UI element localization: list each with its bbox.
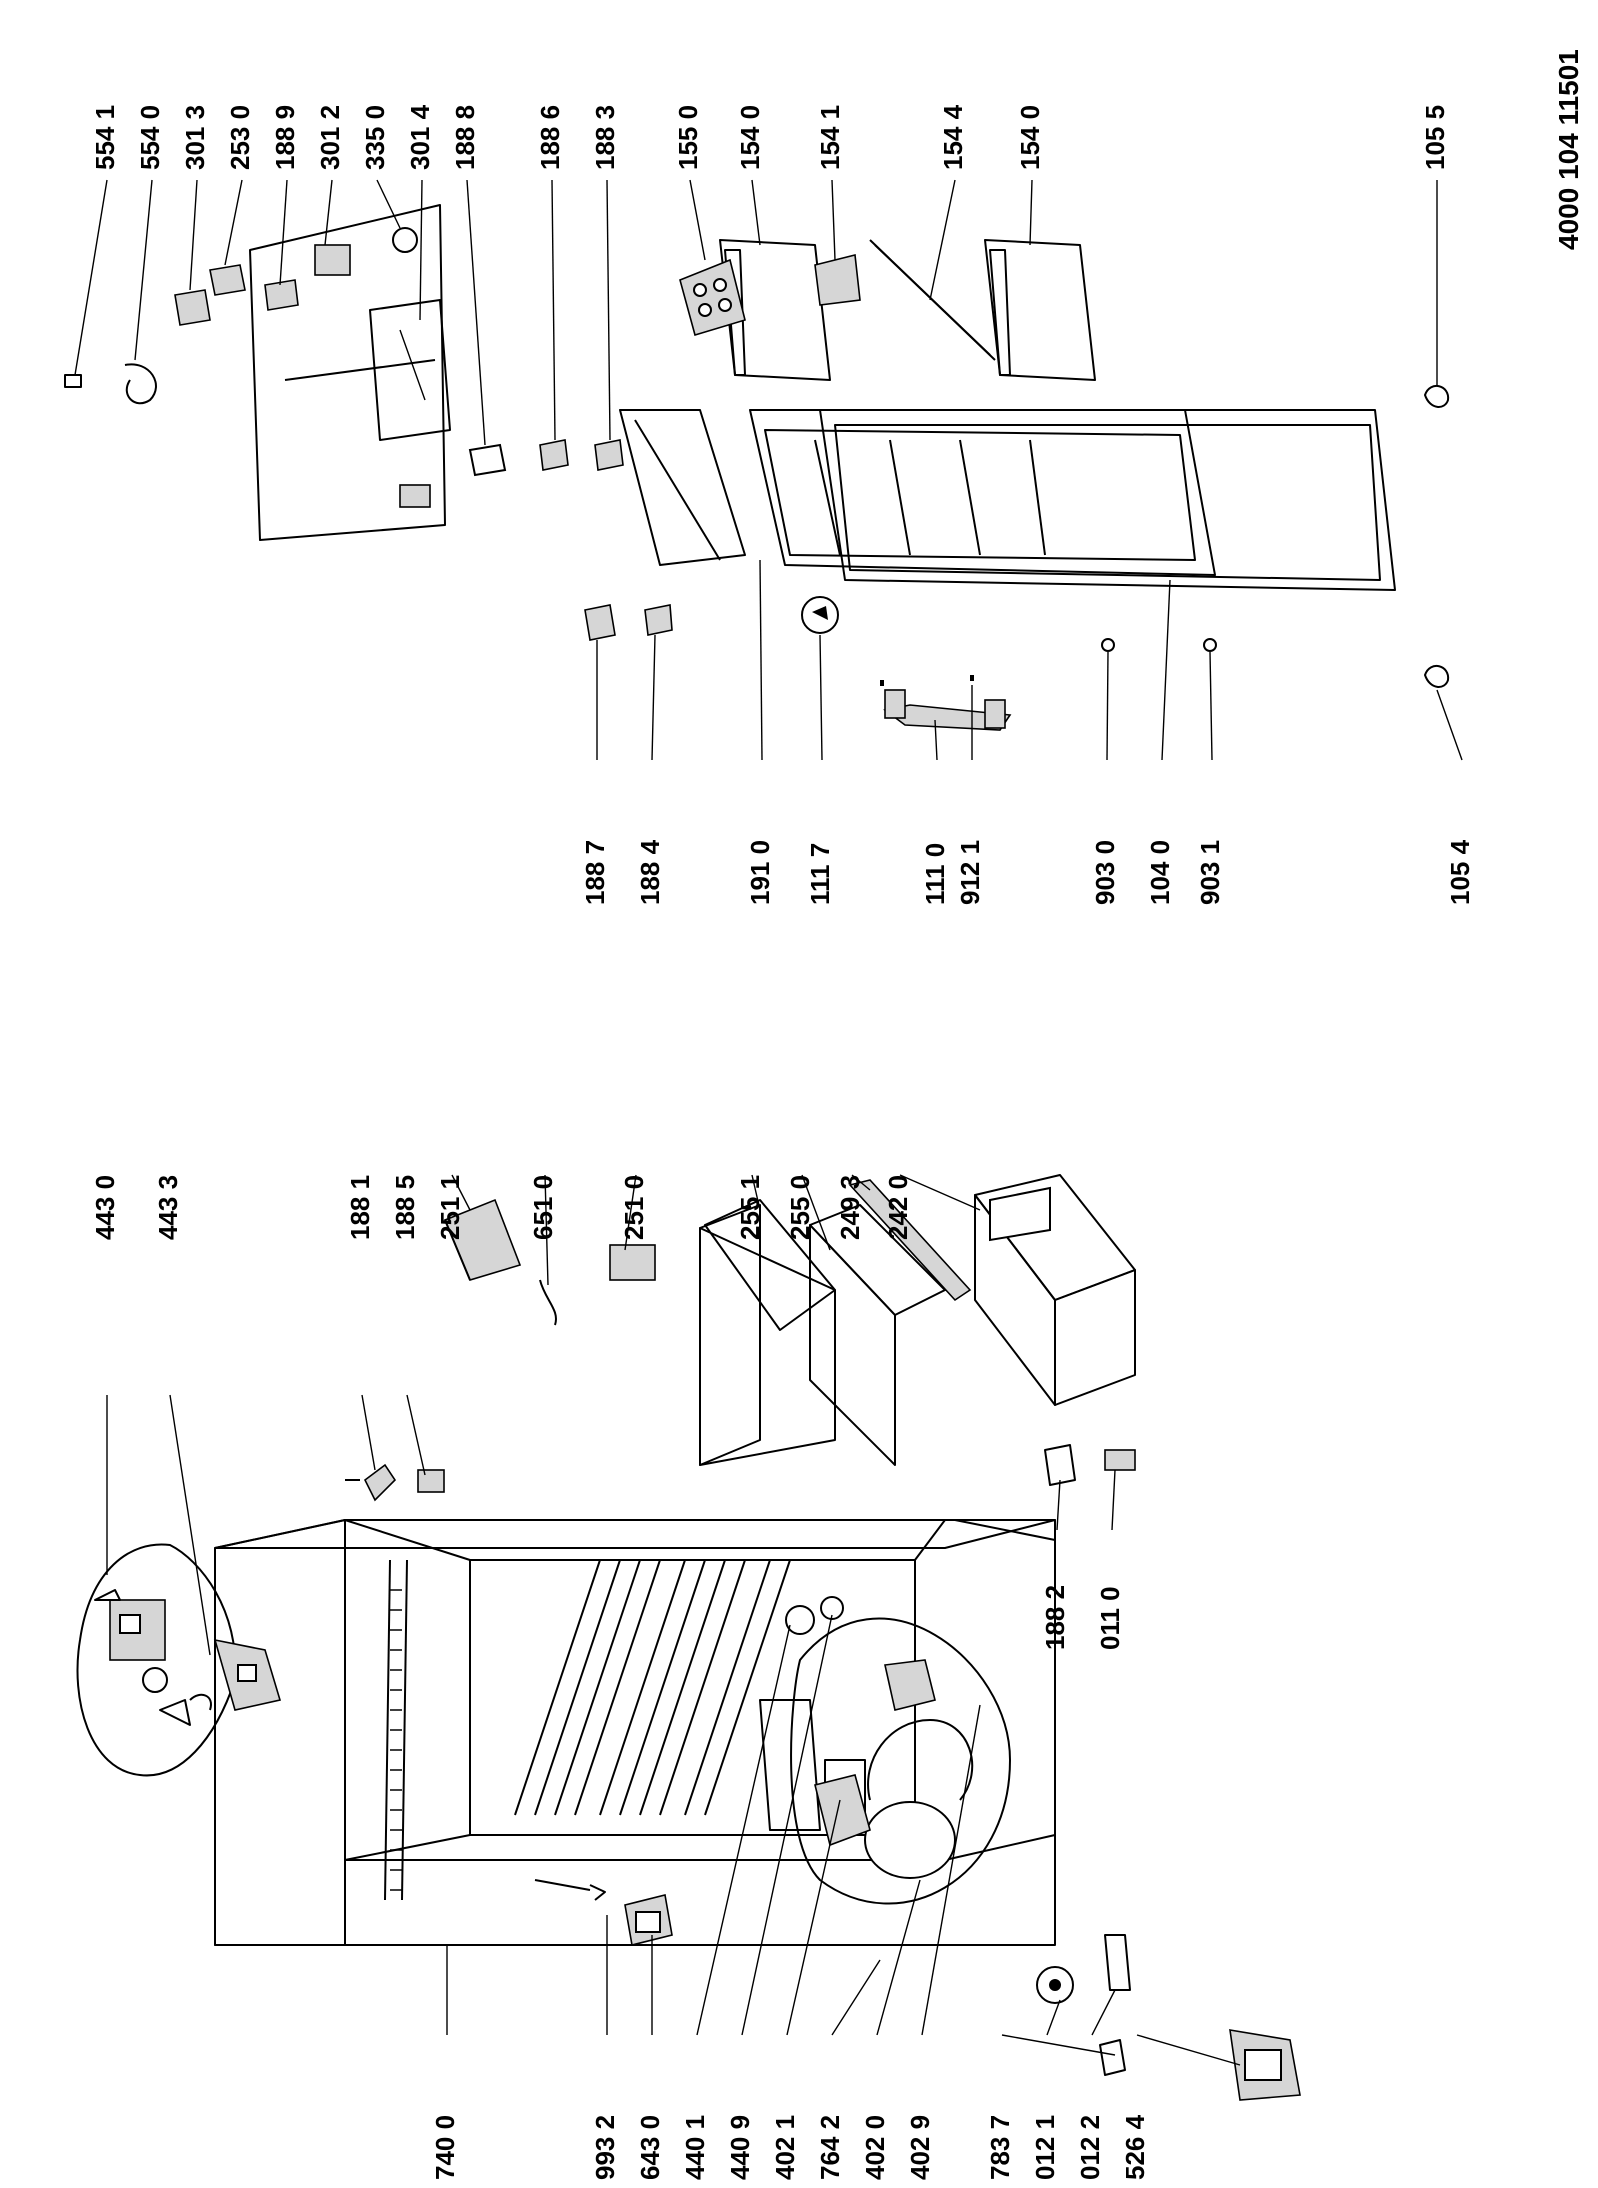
part-label: 740 0 xyxy=(430,2114,460,2180)
door-gasket xyxy=(619,409,746,566)
door-bin-1 xyxy=(719,239,831,381)
part-label: 993 2 xyxy=(590,2114,620,2180)
lamp-assembly xyxy=(76,1543,237,1777)
part-label: 154 0 xyxy=(735,104,765,170)
control-panel xyxy=(249,204,446,541)
compressor-area xyxy=(790,1617,1011,1905)
part-label: 440 1 xyxy=(680,2114,710,2180)
part-label: 188 1 xyxy=(345,1174,375,1240)
part-label: 188 3 xyxy=(590,104,620,170)
part-label: 402 1 xyxy=(770,2114,800,2180)
part-label: 154 4 xyxy=(938,104,968,170)
part-label: 111 0 xyxy=(920,842,950,905)
misc-parts-lower xyxy=(345,1198,1301,2101)
crisper-drawer xyxy=(974,1174,1136,1406)
shelf-rails xyxy=(514,1559,791,1816)
part-label: 188 2 xyxy=(1040,1584,1070,1650)
part-label: 764 2 xyxy=(815,2114,845,2180)
part-label: 554 0 xyxy=(135,104,165,170)
part-label: 188 6 xyxy=(535,104,565,170)
part-label: 012 2 xyxy=(1075,2114,1105,2180)
part-label: 105 5 xyxy=(1420,104,1450,170)
part-label: 012 1 xyxy=(1030,2114,1060,2180)
part-label: 255 1 xyxy=(735,1174,765,1240)
part-label: 440 9 xyxy=(725,2114,755,2180)
part-label: 249 3 xyxy=(835,1174,865,1240)
part-label: 301 2 xyxy=(315,104,345,170)
panel-cover xyxy=(369,299,451,441)
door-bin-clip xyxy=(814,254,861,306)
part-label: 651 0 xyxy=(528,1174,558,1240)
part-label: 154 0 xyxy=(1015,104,1045,170)
part-label: 301 3 xyxy=(180,104,210,170)
condenser-grid xyxy=(384,1559,408,1901)
part-label: 011 0 xyxy=(1095,1586,1125,1650)
part-label: 188 4 xyxy=(635,839,665,905)
part-label: 251 1 xyxy=(435,1174,465,1240)
shelf-trim xyxy=(848,1179,972,1302)
part-label: 105 4 xyxy=(1445,839,1475,905)
part-label: 188 9 xyxy=(270,104,300,170)
small-hardware-top xyxy=(64,227,1450,688)
part-label: 111 7 xyxy=(805,842,835,905)
cabinet-drawing xyxy=(214,1519,1056,1946)
part-label: 643 0 xyxy=(635,2114,665,2180)
hinge-bracket xyxy=(883,689,1012,731)
bottle-rod xyxy=(869,239,996,361)
part-label: 188 8 xyxy=(450,104,480,170)
part-label: 903 1 xyxy=(1195,839,1225,905)
part-label: 255 0 xyxy=(785,1174,815,1240)
part-label: 155 0 xyxy=(673,104,703,170)
door-bin-2 xyxy=(984,239,1096,381)
part-label: 402 0 xyxy=(860,2114,890,2180)
part-label: 443 3 xyxy=(153,1174,183,1240)
outer-door xyxy=(819,409,1396,591)
part-label: 402 9 xyxy=(905,2114,935,2180)
part-label: 903 0 xyxy=(1090,839,1120,905)
part-label: 301 4 xyxy=(405,104,435,170)
document-number: 4000 104 11501 xyxy=(1553,49,1584,250)
part-label: 188 7 xyxy=(580,839,610,905)
part-label: 251 0 xyxy=(619,1174,649,1240)
part-label: 104 0 xyxy=(1145,839,1175,905)
part-label: 335 0 xyxy=(360,104,390,170)
glass-shelf-1 xyxy=(699,1199,836,1466)
part-label: 191 0 xyxy=(745,839,775,905)
part-label: 443 0 xyxy=(90,1174,120,1240)
part-label: 912 1 xyxy=(955,839,985,905)
part-label: 554 1 xyxy=(90,104,120,170)
part-label: 783 7 xyxy=(985,2114,1015,2180)
egg-tray xyxy=(679,258,746,337)
lamp-cover xyxy=(213,1638,282,1711)
part-label: 526 4 xyxy=(1120,2114,1150,2180)
door-liner xyxy=(749,409,1216,576)
part-label: 154 1 xyxy=(815,104,845,170)
part-label: 242 0 xyxy=(883,1174,913,1240)
leader-lines xyxy=(74,179,1463,2066)
part-label: 253 0 xyxy=(225,104,255,170)
part-label: 188 5 xyxy=(390,1174,420,1240)
